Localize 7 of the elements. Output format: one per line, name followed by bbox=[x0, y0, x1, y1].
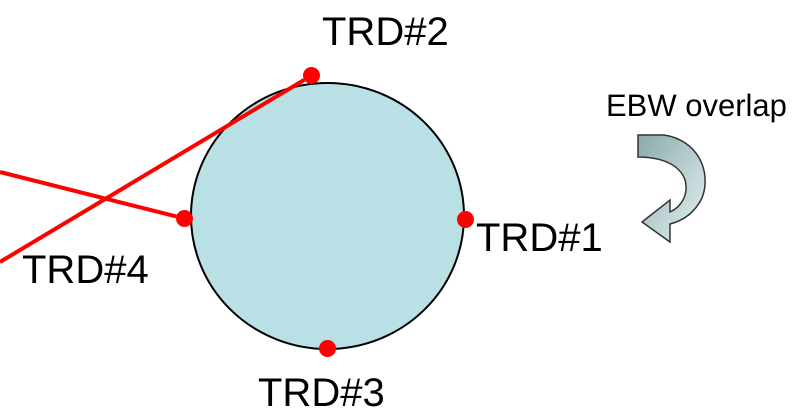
point-label: TRD#3 bbox=[258, 373, 385, 413]
connector-line bbox=[0, 170, 177, 218]
connector-line bbox=[0, 78, 306, 264]
point-label: TRD#4 bbox=[22, 250, 149, 290]
point-label: TRD#1 bbox=[476, 218, 603, 258]
point-label: TRD#2 bbox=[322, 12, 449, 52]
note-label: EBW overlap bbox=[606, 90, 787, 121]
